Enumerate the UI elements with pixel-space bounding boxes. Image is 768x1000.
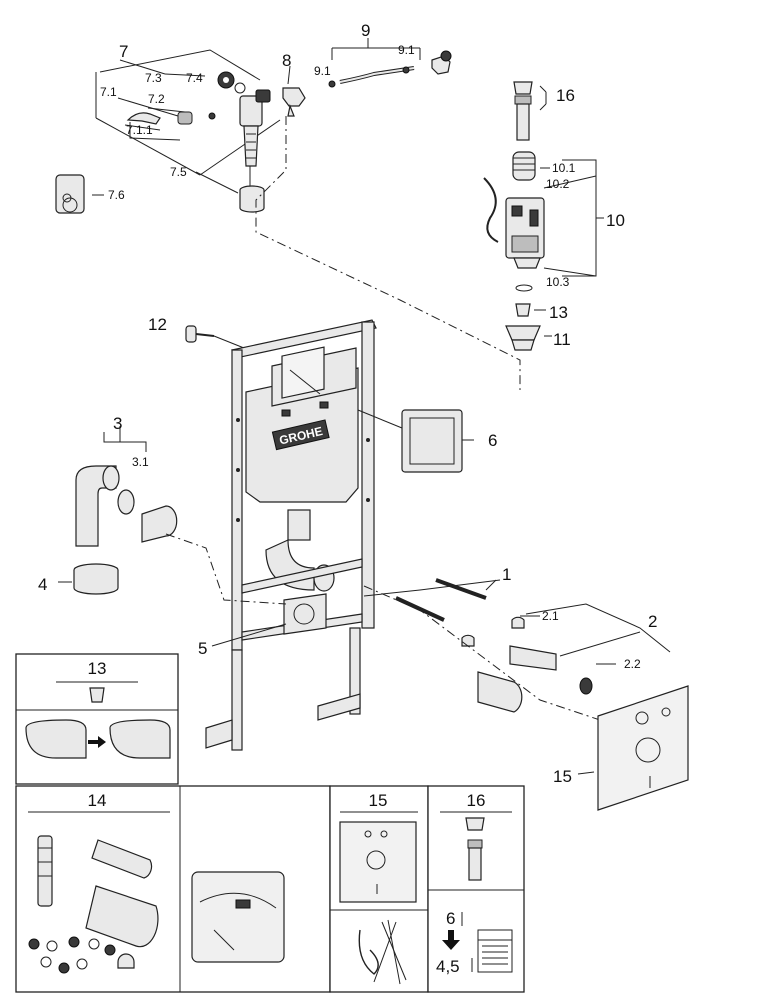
callout-9-1-left: 9.1 xyxy=(314,64,331,78)
callout-1: 1 xyxy=(502,565,511,584)
callout-9-1-right: 9.1 xyxy=(398,43,415,57)
callout-10: 10 xyxy=(606,211,625,230)
callout-6: 6 xyxy=(488,431,497,450)
callout-3: 3 xyxy=(113,414,122,433)
callout-15: 15 xyxy=(553,767,572,786)
callout-7: 7 xyxy=(119,42,128,61)
bolts-and-connector-group xyxy=(363,578,671,721)
panel-14-parts: 14 xyxy=(15,785,331,993)
fill-valve-group xyxy=(55,49,281,214)
panel-13-title: 13 xyxy=(88,659,107,678)
callout-16: 16 xyxy=(556,86,575,105)
callout-2-2: 2.2 xyxy=(624,657,641,671)
callout-7-1: 7.1 xyxy=(100,85,117,99)
callout-7-4: 7.4 xyxy=(186,71,203,85)
callout-7-1-1: 7.1.1 xyxy=(126,123,153,137)
panel-13-cone-seal: 13 xyxy=(15,653,179,785)
callout-11: 11 xyxy=(553,330,571,349)
panel-15-title: 15 xyxy=(369,791,388,810)
arrow-right-icon xyxy=(88,736,106,748)
angle-valve-hose-group xyxy=(255,38,521,390)
ear-muted-icon xyxy=(358,919,407,985)
callout-7-6: 7.6 xyxy=(108,188,125,202)
drain-bend-group xyxy=(58,426,287,605)
flush-valve-group xyxy=(483,81,604,351)
callout-9: 9 xyxy=(361,21,370,40)
depth-min-label: 4,5 xyxy=(436,957,460,976)
callout-7-2: 7.2 xyxy=(148,92,165,106)
callout-2-1: 2.1 xyxy=(542,609,559,623)
arrow-down-icon xyxy=(442,930,460,950)
installation-frame: GROHE xyxy=(205,319,377,751)
callout-10-2: 10.2 xyxy=(546,177,570,191)
depth-max-label: 6 xyxy=(446,909,455,928)
callout-10-1: 10.1 xyxy=(552,161,576,175)
callout-13: 13 xyxy=(549,303,568,322)
panel-16-title: 16 xyxy=(467,791,486,810)
callout-7-5: 7.5 xyxy=(170,165,187,179)
callout-10-3: 10.3 xyxy=(546,275,570,289)
callout-3-1: 3.1 xyxy=(132,455,149,469)
flush-panel-frame xyxy=(357,409,474,473)
panel-16-waterlevel: 16 6 4,5 xyxy=(427,785,525,993)
water-level-icon xyxy=(477,929,513,973)
panel-14-title: 14 xyxy=(88,791,107,810)
callout-2: 2 xyxy=(648,612,657,631)
sound-insulation-pad xyxy=(577,685,689,811)
wall-anchor-group xyxy=(185,325,245,349)
callout-5: 5 xyxy=(198,639,207,658)
callout-8: 8 xyxy=(282,51,291,70)
callout-7-3: 7.3 xyxy=(145,71,162,85)
callout-12: 12 xyxy=(148,315,167,334)
panel-15-pad: 15 xyxy=(329,785,429,993)
callout-4: 4 xyxy=(38,575,47,594)
